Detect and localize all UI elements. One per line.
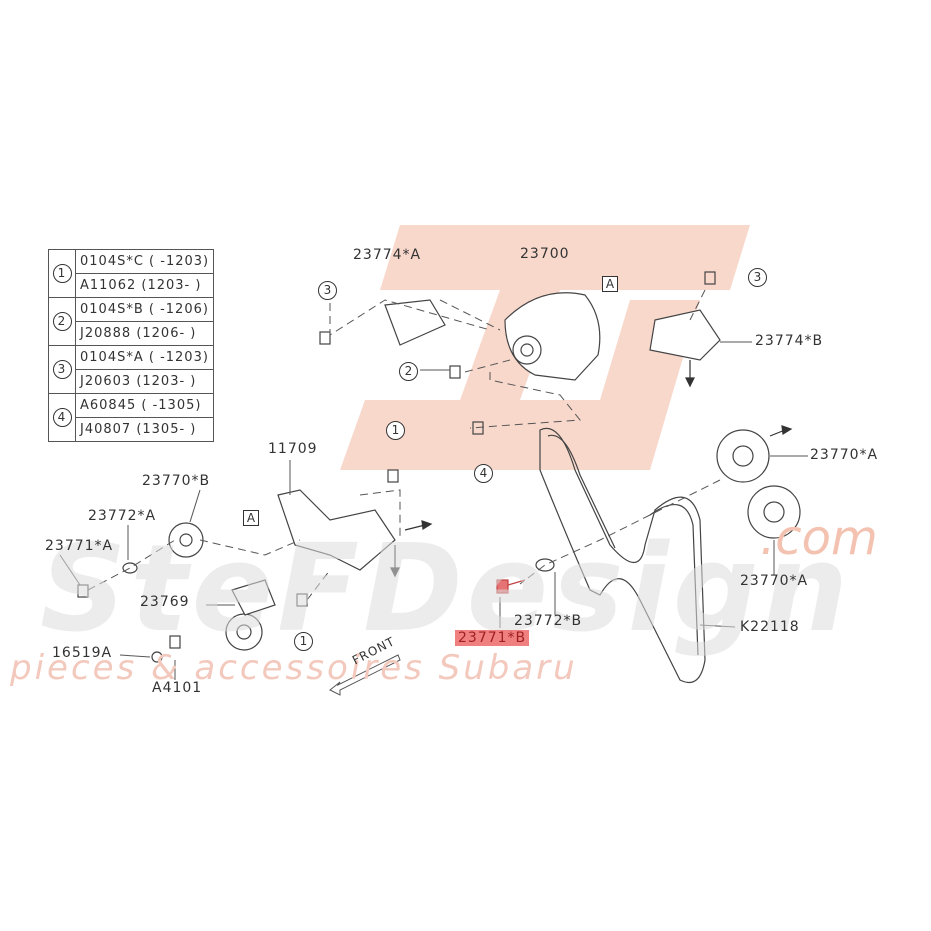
front-arrow [329, 654, 401, 696]
label-a4101[interactable]: A4101 [152, 680, 203, 696]
ref-cell: A11062 (1203- ) [74, 273, 215, 298]
ref-num: 3 [52, 360, 72, 379]
ref-cell: 0104S*C ( -1203) [74, 249, 215, 274]
callout-1: 1 [386, 421, 405, 440]
ref-cell: J20888 (1206- ) [74, 321, 215, 346]
label-23769[interactable]: 23769 [140, 594, 190, 610]
callout-4: 4 [474, 464, 493, 483]
label-23771b-highlighted[interactable]: 23771*B [455, 630, 530, 646]
ref-cell: 0104S*A ( -1203) [74, 345, 215, 370]
label-23772b[interactable]: 23772*B [514, 613, 583, 629]
label-k22118[interactable]: K22118 [740, 619, 800, 635]
callout-a-box: A [602, 276, 618, 292]
cover-23774b [649, 309, 721, 361]
label-16519a[interactable]: 16519A [52, 645, 113, 661]
callout-2: 2 [399, 362, 418, 381]
label-23772a[interactable]: 23772*A [88, 508, 157, 524]
label-23770b[interactable]: 23770*B [142, 473, 211, 489]
callout-3: 3 [748, 268, 767, 287]
ref-cell: J40807 (1305- ) [74, 417, 215, 442]
label-23770a-top[interactable]: 23770*A [810, 447, 879, 463]
ref-num: 1 [52, 264, 72, 283]
label-23771a[interactable]: 23771*A [45, 538, 114, 554]
cover-23774a [384, 299, 446, 346]
watermark-logo [340, 225, 750, 470]
watermark-tagline: pieces & accessoires Subaru [10, 648, 578, 688]
watermark-domain: .com [760, 510, 878, 566]
callout-a-box: A [243, 510, 259, 526]
label-23770a-bottom[interactable]: 23770*A [740, 573, 809, 589]
ref-cell: J20603 (1203- ) [74, 369, 215, 394]
ref-cell: 0104S*B ( -1206) [74, 297, 215, 322]
ref-num: 4 [52, 408, 72, 427]
ref-num: 2 [52, 312, 72, 331]
callout-1: 1 [294, 632, 313, 651]
callout-3: 3 [318, 281, 337, 300]
label-23774b[interactable]: 23774*B [755, 333, 824, 349]
label-11709[interactable]: 11709 [268, 441, 318, 457]
label-23700[interactable]: 23700 [520, 246, 570, 262]
ref-cell: A60845 ( -1305) [74, 393, 215, 418]
bracket-11709 [277, 489, 396, 571]
watermark-brand: SteFDesign [40, 520, 853, 659]
label-23774a[interactable]: 23774*A [353, 247, 422, 263]
belt-k22118 [539, 427, 706, 684]
